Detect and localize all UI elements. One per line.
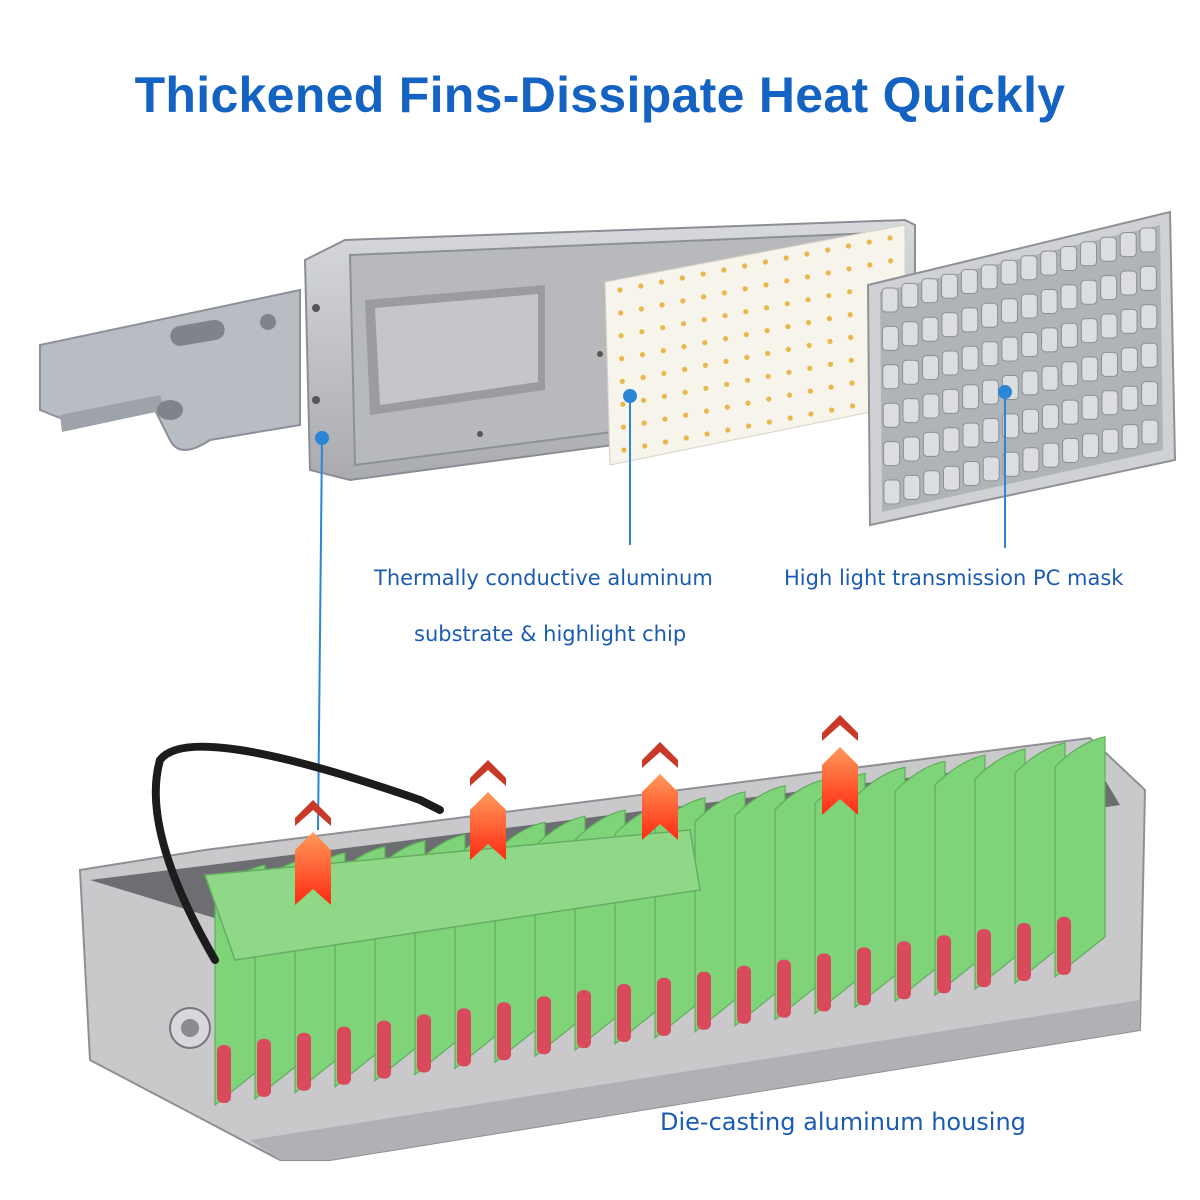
heat-arrow-icon bbox=[822, 715, 858, 815]
fin bbox=[934, 754, 986, 997]
fin bbox=[694, 791, 746, 1034]
fin bbox=[734, 784, 786, 1027]
housing-label: Die-casting aluminum housing bbox=[660, 1108, 1026, 1136]
pc-mask-label: High light transmission PC mask bbox=[784, 566, 1124, 590]
heat-arrow-icon bbox=[642, 742, 678, 840]
substrate-label-line-1: Thermally conductive aluminum bbox=[374, 566, 713, 590]
fin bbox=[894, 760, 946, 1003]
fin bbox=[854, 766, 906, 1009]
page-title: Thickened Fins-Dissipate Heat Quickly bbox=[134, 67, 1066, 123]
heat-arrow-icon bbox=[295, 800, 331, 905]
fin bbox=[974, 748, 1026, 991]
fin bbox=[814, 772, 866, 1015]
fin bbox=[1054, 736, 1106, 979]
heatsink-housing bbox=[78, 736, 1147, 1161]
substrate-label-line-2: substrate & highlight chip bbox=[414, 622, 687, 646]
heat-arrow-icon bbox=[470, 760, 506, 860]
pc-lens-mask bbox=[866, 210, 1177, 527]
fin bbox=[1014, 742, 1066, 985]
mounting-bracket bbox=[39, 288, 301, 451]
